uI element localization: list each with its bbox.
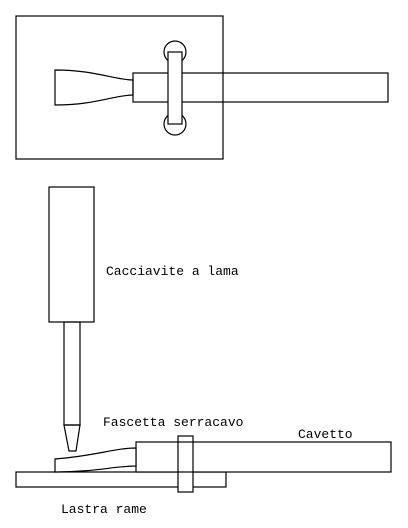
screwdriver-shaft <box>63 321 81 426</box>
label-cable: Cavetto <box>298 427 353 442</box>
side-cable-tie <box>177 435 194 493</box>
label-screwdriver: Cacciavite a lama <box>106 264 239 279</box>
copper-plate <box>15 471 227 488</box>
top-cable-flared-end <box>54 69 134 106</box>
side-cable-body <box>135 441 392 473</box>
screwdriver-blade <box>63 424 81 452</box>
side-cable-flared-end <box>54 447 137 473</box>
label-copper-plate: Lastra rame <box>61 502 147 517</box>
top-view-frame <box>15 15 224 160</box>
label-cable-tie: Fascetta serracavo <box>103 415 243 430</box>
screwdriver-handle <box>48 186 95 323</box>
top-cable-tie <box>167 51 183 125</box>
side-view <box>15 186 392 493</box>
top-view <box>15 15 389 160</box>
